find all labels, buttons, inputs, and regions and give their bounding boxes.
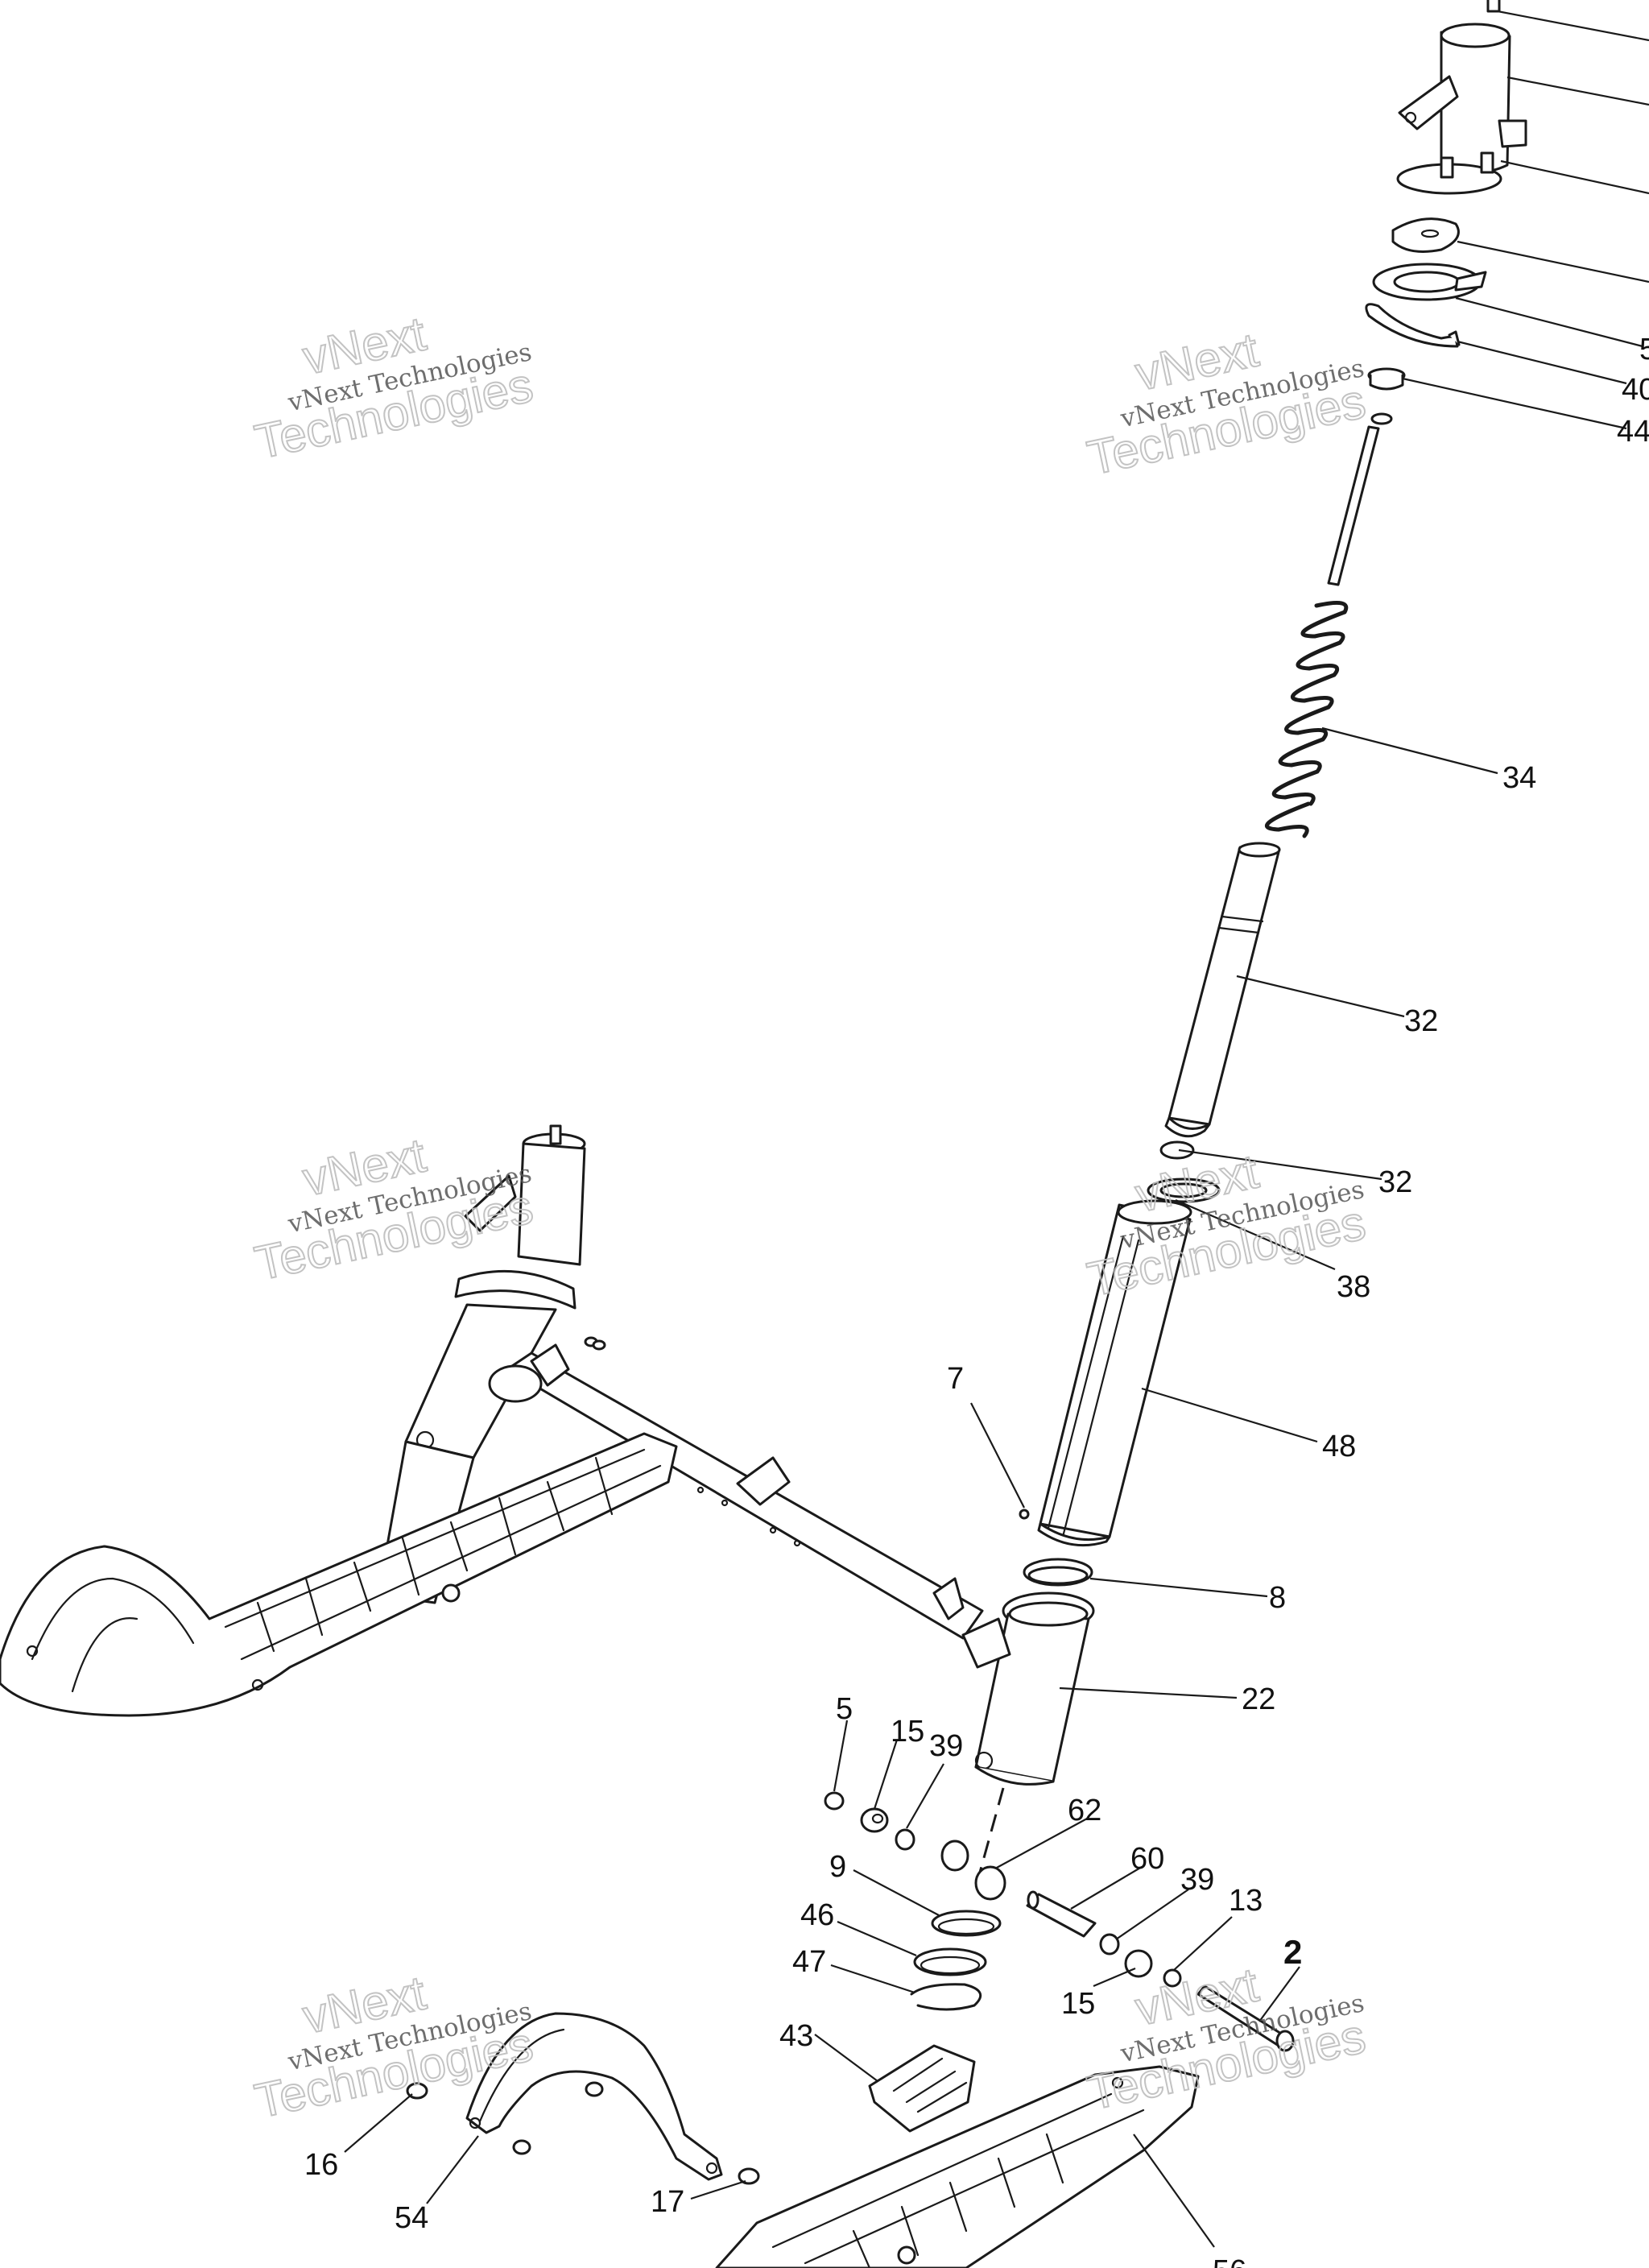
callout-labels: 34 32 32 38 48 7 8 22 5 15 39 62 60 39 1… <box>304 333 1649 2268</box>
callout-46: 46 <box>800 1898 834 1932</box>
callout-15b: 15 <box>1061 1987 1095 2021</box>
bolt-2 <box>1196 1984 1295 2052</box>
callout-34: 34 <box>1502 761 1536 795</box>
callout-43: 43 <box>779 2019 813 2053</box>
cross-tube <box>488 1343 1011 1669</box>
washer-15b <box>1124 1949 1153 1978</box>
ring-9 <box>931 1910 1002 1937</box>
bolt-17 <box>512 2081 760 2185</box>
left-ski <box>0 1432 678 1717</box>
callout-9: 9 <box>829 1850 846 1884</box>
small-washer <box>1370 412 1393 425</box>
callout-62: 62 <box>1068 1794 1101 1827</box>
grease-fitting <box>1019 1509 1030 1520</box>
callout-38: 38 <box>1337 1270 1370 1304</box>
callout-44: 44 <box>1617 415 1649 449</box>
callout-15a: 15 <box>891 1715 924 1749</box>
watermark-top-left: vNext vNext Technologies Technologies <box>250 305 539 470</box>
upper-shock-mount <box>1396 0 1527 195</box>
retainer-ring <box>1372 263 1487 301</box>
lower-ring <box>1023 1558 1093 1587</box>
wear-pad-43 <box>868 2044 976 2133</box>
callout-5b: 5 <box>1639 333 1649 366</box>
callout-32b: 32 <box>1378 1165 1412 1199</box>
nut-5 <box>824 1791 845 1811</box>
watermark-mid-left: vNext vNext Technologies Technologies <box>250 1127 539 1291</box>
washer-39b <box>1099 1933 1120 1956</box>
callout-8: 8 <box>1269 1581 1286 1615</box>
callout-32a: 32 <box>1404 1004 1438 1038</box>
shock-rod <box>1327 425 1380 586</box>
shock-lower-bushing <box>1147 1140 1221 1203</box>
upper-plate <box>1391 217 1460 253</box>
pin-60 <box>1026 1890 1097 1938</box>
callout-56: 56 <box>1213 2254 1246 2268</box>
nut-13 <box>1163 1968 1182 1988</box>
watermark-mid-right: vNext vNext Technologies Technologies <box>1082 1143 1371 1307</box>
callout-16: 16 <box>304 2148 338 2182</box>
callout-5: 5 <box>836 1692 853 1726</box>
washer-15 <box>860 1807 889 1833</box>
washer-39 <box>895 1828 915 1851</box>
callout-60: 60 <box>1130 1842 1164 1876</box>
right-ski <box>715 2065 1200 2268</box>
callout-47: 47 <box>792 1945 826 1979</box>
callout-2: 2 <box>1283 1933 1302 1971</box>
callout-54: 54 <box>395 2201 428 2235</box>
callout-13: 13 <box>1229 1884 1263 1918</box>
top-nut <box>1367 367 1406 391</box>
ring-47 <box>910 1983 982 2011</box>
callout-40: 40 <box>1622 373 1649 407</box>
watermark-top-right: vNext vNext Technologies Technologies <box>1082 321 1371 486</box>
callout-39b: 39 <box>1180 1863 1214 1897</box>
watermark-bottom-right: vNext vNext Technologies Technologies <box>1082 1956 1371 2121</box>
callout-48: 48 <box>1322 1430 1356 1463</box>
coil-spring <box>1264 600 1349 838</box>
shock-body <box>1164 842 1281 1138</box>
callout-7: 7 <box>947 1362 964 1396</box>
callout-39a: 39 <box>929 1729 963 1763</box>
cross-tube-bolts <box>584 1336 606 1351</box>
ski-handle-54 <box>465 2012 723 2181</box>
leader-lines <box>344 10 1649 2248</box>
snap-ring <box>1365 303 1461 348</box>
callout-22: 22 <box>1242 1682 1275 1716</box>
ring-46 <box>913 1947 987 1976</box>
callout-17: 17 <box>651 2185 684 2219</box>
strut-tube <box>1037 1199 1192 1547</box>
bushing-62 <box>940 1840 1006 1901</box>
